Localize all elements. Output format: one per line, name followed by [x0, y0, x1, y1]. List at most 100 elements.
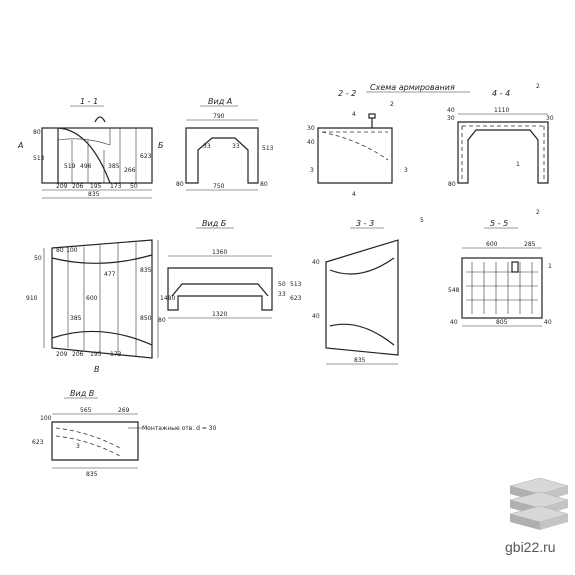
view-v-title: Вид В: [70, 389, 94, 398]
dim: 40: [307, 139, 315, 146]
dim: 30: [307, 125, 315, 132]
dim: 80: [158, 317, 166, 324]
section-4-4: 4 - 4 1110 40 30 30 80 2 2 1: [447, 83, 554, 216]
dim: 195: [90, 351, 102, 358]
dim: 33: [232, 143, 240, 150]
dim: 1: [516, 161, 520, 168]
dim: 2: [536, 83, 540, 90]
section-2-2: 2 - 2 Схема армирования 30 40 4 4 2 3 3: [307, 83, 470, 198]
view-a-outline: [185, 127, 259, 184]
dim: 750: [213, 183, 225, 190]
section-3-3-title: 3 - 3: [356, 219, 374, 228]
section-4-4-title: 4 - 4: [492, 89, 510, 98]
dim: 835: [140, 267, 152, 274]
dim: 33: [278, 291, 286, 298]
dim: 209: [56, 183, 68, 190]
dim: 40: [312, 313, 320, 320]
dim: 40: [544, 319, 552, 326]
section-5-5: 5 - 5 600 285 805 40 40 548 1: [448, 219, 552, 327]
view-a: Вид А 790 750 80 80 513 33 33: [176, 97, 274, 191]
section-1-1-title: 1 - 1: [80, 97, 98, 106]
dim: 30: [546, 115, 554, 122]
brand-text: gbi22.ru: [505, 539, 556, 555]
dim: 50: [130, 183, 138, 190]
dim: 513: [33, 155, 45, 162]
dim: 266: [124, 167, 136, 174]
dim: 5: [420, 217, 424, 224]
view-b-outline: [167, 267, 273, 311]
section-3-3: 3 - 3 40 40 835 5: [312, 217, 424, 365]
dim: 477: [104, 271, 116, 278]
view-v-outline: [51, 421, 139, 461]
dim: 548: [448, 287, 460, 294]
dim: 910: [26, 295, 38, 302]
dim: 4: [352, 191, 356, 198]
plan-view: 80 100 50 910 600 477 385 1480 835 850 2…: [26, 239, 175, 374]
dim: 835: [88, 191, 100, 198]
dim: 513: [290, 281, 302, 288]
dim: 623: [290, 295, 302, 302]
section-3-3-outline: [325, 239, 399, 356]
dim: 30: [447, 115, 455, 122]
view-marker-a: А: [17, 141, 23, 150]
dim: 1: [548, 263, 552, 270]
dim: 805: [496, 319, 508, 326]
dim: 2: [390, 101, 394, 108]
dim: 100: [40, 415, 52, 422]
dim: 195: [90, 183, 102, 190]
dim: 173: [110, 183, 122, 190]
dim: 385: [70, 315, 82, 322]
dim: 835: [354, 357, 366, 364]
montage-holes-note: Монтажные отв. d = 30: [142, 425, 217, 432]
dim: 40: [447, 107, 455, 114]
dim: 206: [72, 351, 84, 358]
view-marker-v: В: [94, 365, 100, 374]
dim: 835: [86, 471, 98, 478]
dim: 209: [56, 351, 68, 358]
brand-logo-icon: [509, 477, 569, 530]
dim: 565: [80, 407, 92, 414]
dim: 513: [262, 145, 274, 152]
dim: 1360: [212, 249, 227, 256]
dim: 496: [80, 163, 92, 170]
dim: 623: [140, 153, 152, 160]
dim: 1110: [494, 107, 509, 114]
dim: 173: [110, 351, 122, 358]
dim: 285: [524, 241, 536, 248]
view-marker-b: Б: [158, 141, 164, 150]
reinforcement-scheme-title: Схема армирования: [370, 83, 455, 92]
dim: 790: [213, 113, 225, 120]
view-v: Вид В 565 269 835 623 100 3 Монтажные от…: [32, 389, 217, 478]
dim: 623: [32, 439, 44, 446]
dim: 33: [203, 143, 211, 150]
section-5-5-title: 5 - 5: [490, 219, 508, 228]
dim: 50: [278, 281, 286, 288]
dim: 385: [108, 163, 120, 170]
dim: 80: [56, 247, 64, 254]
dim: 80: [176, 181, 184, 188]
dim: 3: [76, 443, 80, 450]
dim: 3: [310, 167, 314, 174]
section-4-4-outline: [457, 121, 549, 184]
dim: 3: [404, 167, 408, 174]
section-2-2-outline: [317, 127, 393, 184]
dim: 600: [86, 295, 98, 302]
dim: 40: [312, 259, 320, 266]
dim: 206: [72, 183, 84, 190]
section-5-5-outline: [461, 257, 543, 319]
dim: 80: [448, 181, 456, 188]
dim: 40: [450, 319, 458, 326]
dim: 100: [66, 247, 78, 254]
view-b: Вид Б 1360 1320 80 50 33 513 623: [158, 219, 302, 324]
dim: 269: [118, 407, 130, 414]
dim: 850: [140, 315, 152, 322]
dim: 4: [352, 111, 356, 118]
view-b-title: Вид Б: [202, 219, 227, 228]
dim: 519: [64, 163, 76, 170]
section-2-2-title: 2 - 2: [338, 89, 356, 98]
dim: 50: [34, 255, 42, 262]
dim: 600: [486, 241, 498, 248]
dim: 2: [536, 209, 540, 216]
